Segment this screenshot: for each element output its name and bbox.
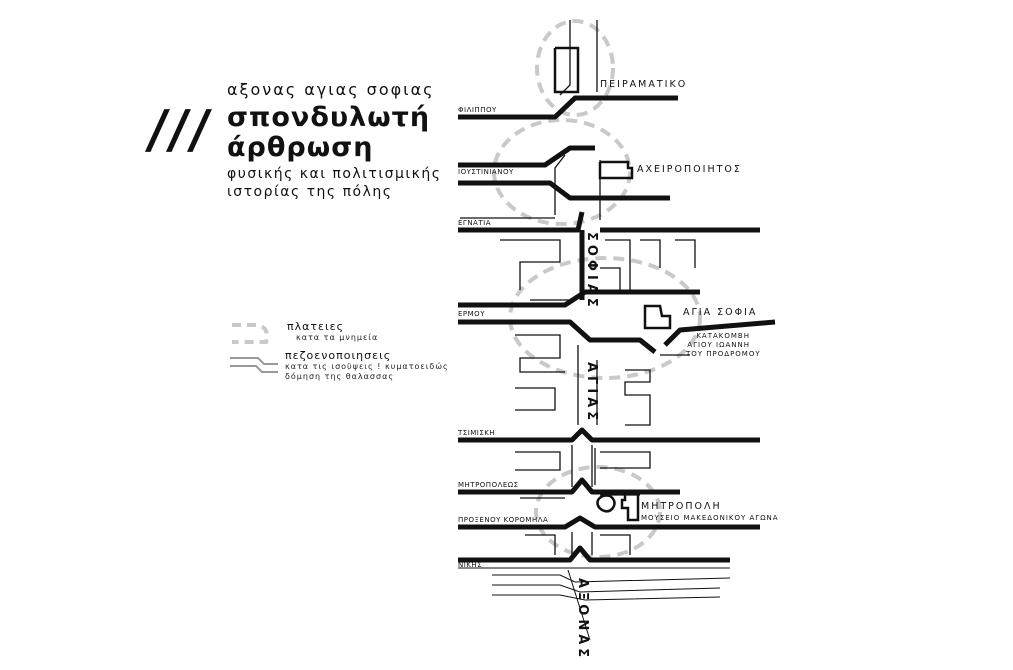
label-acheiropoiitos: ΑΧΕΙΡΟΠΟΙΗΤΟΣ bbox=[637, 164, 742, 175]
road-nikis bbox=[458, 545, 730, 563]
title-line-1: σπονδυλωτή bbox=[227, 102, 431, 133]
legend-pedestrian-sub1: κατα τις ισοϋψεις ! κυματοειδώς bbox=[285, 362, 449, 371]
street-label-ioustinianou: ΙΟΥΣΤΙΝΙΑΝΟΥ bbox=[458, 168, 514, 176]
seafront-lines bbox=[458, 567, 731, 641]
label-peiramatiko: ΠΕΙΡΑΜΑΤΙΚΟ bbox=[600, 79, 688, 90]
square-acheiropoiitos bbox=[492, 118, 632, 226]
square-agia-sofia bbox=[508, 256, 702, 380]
street-label-mitropoleos: ΜΗΤΡΟΠΟΛΕΩΣ bbox=[458, 481, 519, 489]
title-line-2: άρθρωση bbox=[227, 132, 374, 163]
street-label-egnatia: ΕΓΝΑΤΙΑ bbox=[458, 219, 491, 227]
label-mouseio: ΜΟΥΣΕΙΟ ΜΑΚΕΔΟΝΙΚΟΥ ΑΓΩΝΑ bbox=[641, 514, 779, 522]
label-katakomvi-line2: ΑΓΙΟΥ ΙΩΑΝΝΗ bbox=[687, 341, 750, 349]
axis-lines bbox=[571, 445, 593, 555]
street-label-filippou: ΦΙΛΙΠΠΟΥ bbox=[458, 106, 497, 114]
monument-shapes bbox=[553, 46, 672, 522]
block-lines bbox=[460, 20, 696, 555]
square-peiramatiko bbox=[535, 19, 615, 117]
road-ioustinianou bbox=[458, 145, 595, 168]
legend-squares-title: πλατειες bbox=[287, 320, 345, 333]
axis-label-axonas: ΑΞΟΝΑΣ bbox=[575, 578, 590, 662]
square-mitropoli bbox=[534, 465, 662, 559]
legend-symbols bbox=[230, 323, 278, 373]
peiramatiko-shape bbox=[553, 46, 580, 94]
description-line-1: φυσικής και πολιτισμικής bbox=[227, 166, 442, 182]
axis-label-sofias: ΣΟΦΙΑΣ bbox=[584, 232, 599, 311]
museum-shape bbox=[620, 492, 640, 522]
legend-pedestrian-title: πεζοενοποιησεις bbox=[285, 349, 392, 362]
label-katakomvi: ΚΑΤΑΚΟΜΒΗ ΑΓΙΟΥ ΙΩΑΝΝΗ ΤΟΥ ΠΡΟΔΡΟΜΟΥ bbox=[686, 332, 761, 359]
road-egnatia bbox=[458, 211, 585, 233]
road-mitropoleos bbox=[458, 477, 680, 495]
acheiropoiitos-shape bbox=[598, 160, 634, 180]
label-katakomvi-line3: ΤΟΥ ΠΡΟΔΡΟΜΟΥ bbox=[686, 350, 761, 358]
label-mitropoli: ΜΗΤΡΟΠΟΛΗ bbox=[641, 501, 722, 512]
label-agia-sofia: ΑΓΙΑ ΣΟΦΙΑ bbox=[683, 307, 758, 318]
legend-pedestrian-sub2: δόμηση της θαλασσας bbox=[285, 372, 395, 381]
axis-label-agias: ΑΓΙΑΣ bbox=[584, 362, 599, 425]
street-label-proxenou: ΠΡΟΞΕΝΟΥ ΚΟΡΟΜΗΛΑ bbox=[458, 516, 549, 524]
road-tsimiski bbox=[458, 427, 760, 443]
road-ermou bbox=[458, 289, 700, 308]
road-proxenou bbox=[458, 515, 760, 530]
label-katakomvi-line1: ΚΑΤΑΚΟΜΒΗ bbox=[696, 332, 750, 340]
subtitle: αξονας αγιας σοφιας bbox=[227, 80, 435, 99]
street-label-tsimiski: ΤΣΙΜΙΣΚΗ bbox=[458, 429, 496, 437]
street-label-nikis: ΝΙΚΗΣ bbox=[458, 561, 483, 569]
description-line-2: ιστορίας της πόλης bbox=[227, 184, 393, 200]
agia-sofia-shape bbox=[643, 304, 672, 330]
street-label-ermou: ΕΡΜΟΥ bbox=[458, 310, 485, 318]
mitropoli-shape bbox=[596, 494, 616, 513]
square-circles bbox=[492, 19, 702, 559]
decorative-slashes: /// bbox=[143, 100, 216, 160]
road-filippou bbox=[458, 95, 678, 120]
main-roads bbox=[458, 95, 776, 563]
legend-squares-sub: κατα τα μνημεία bbox=[296, 333, 379, 342]
